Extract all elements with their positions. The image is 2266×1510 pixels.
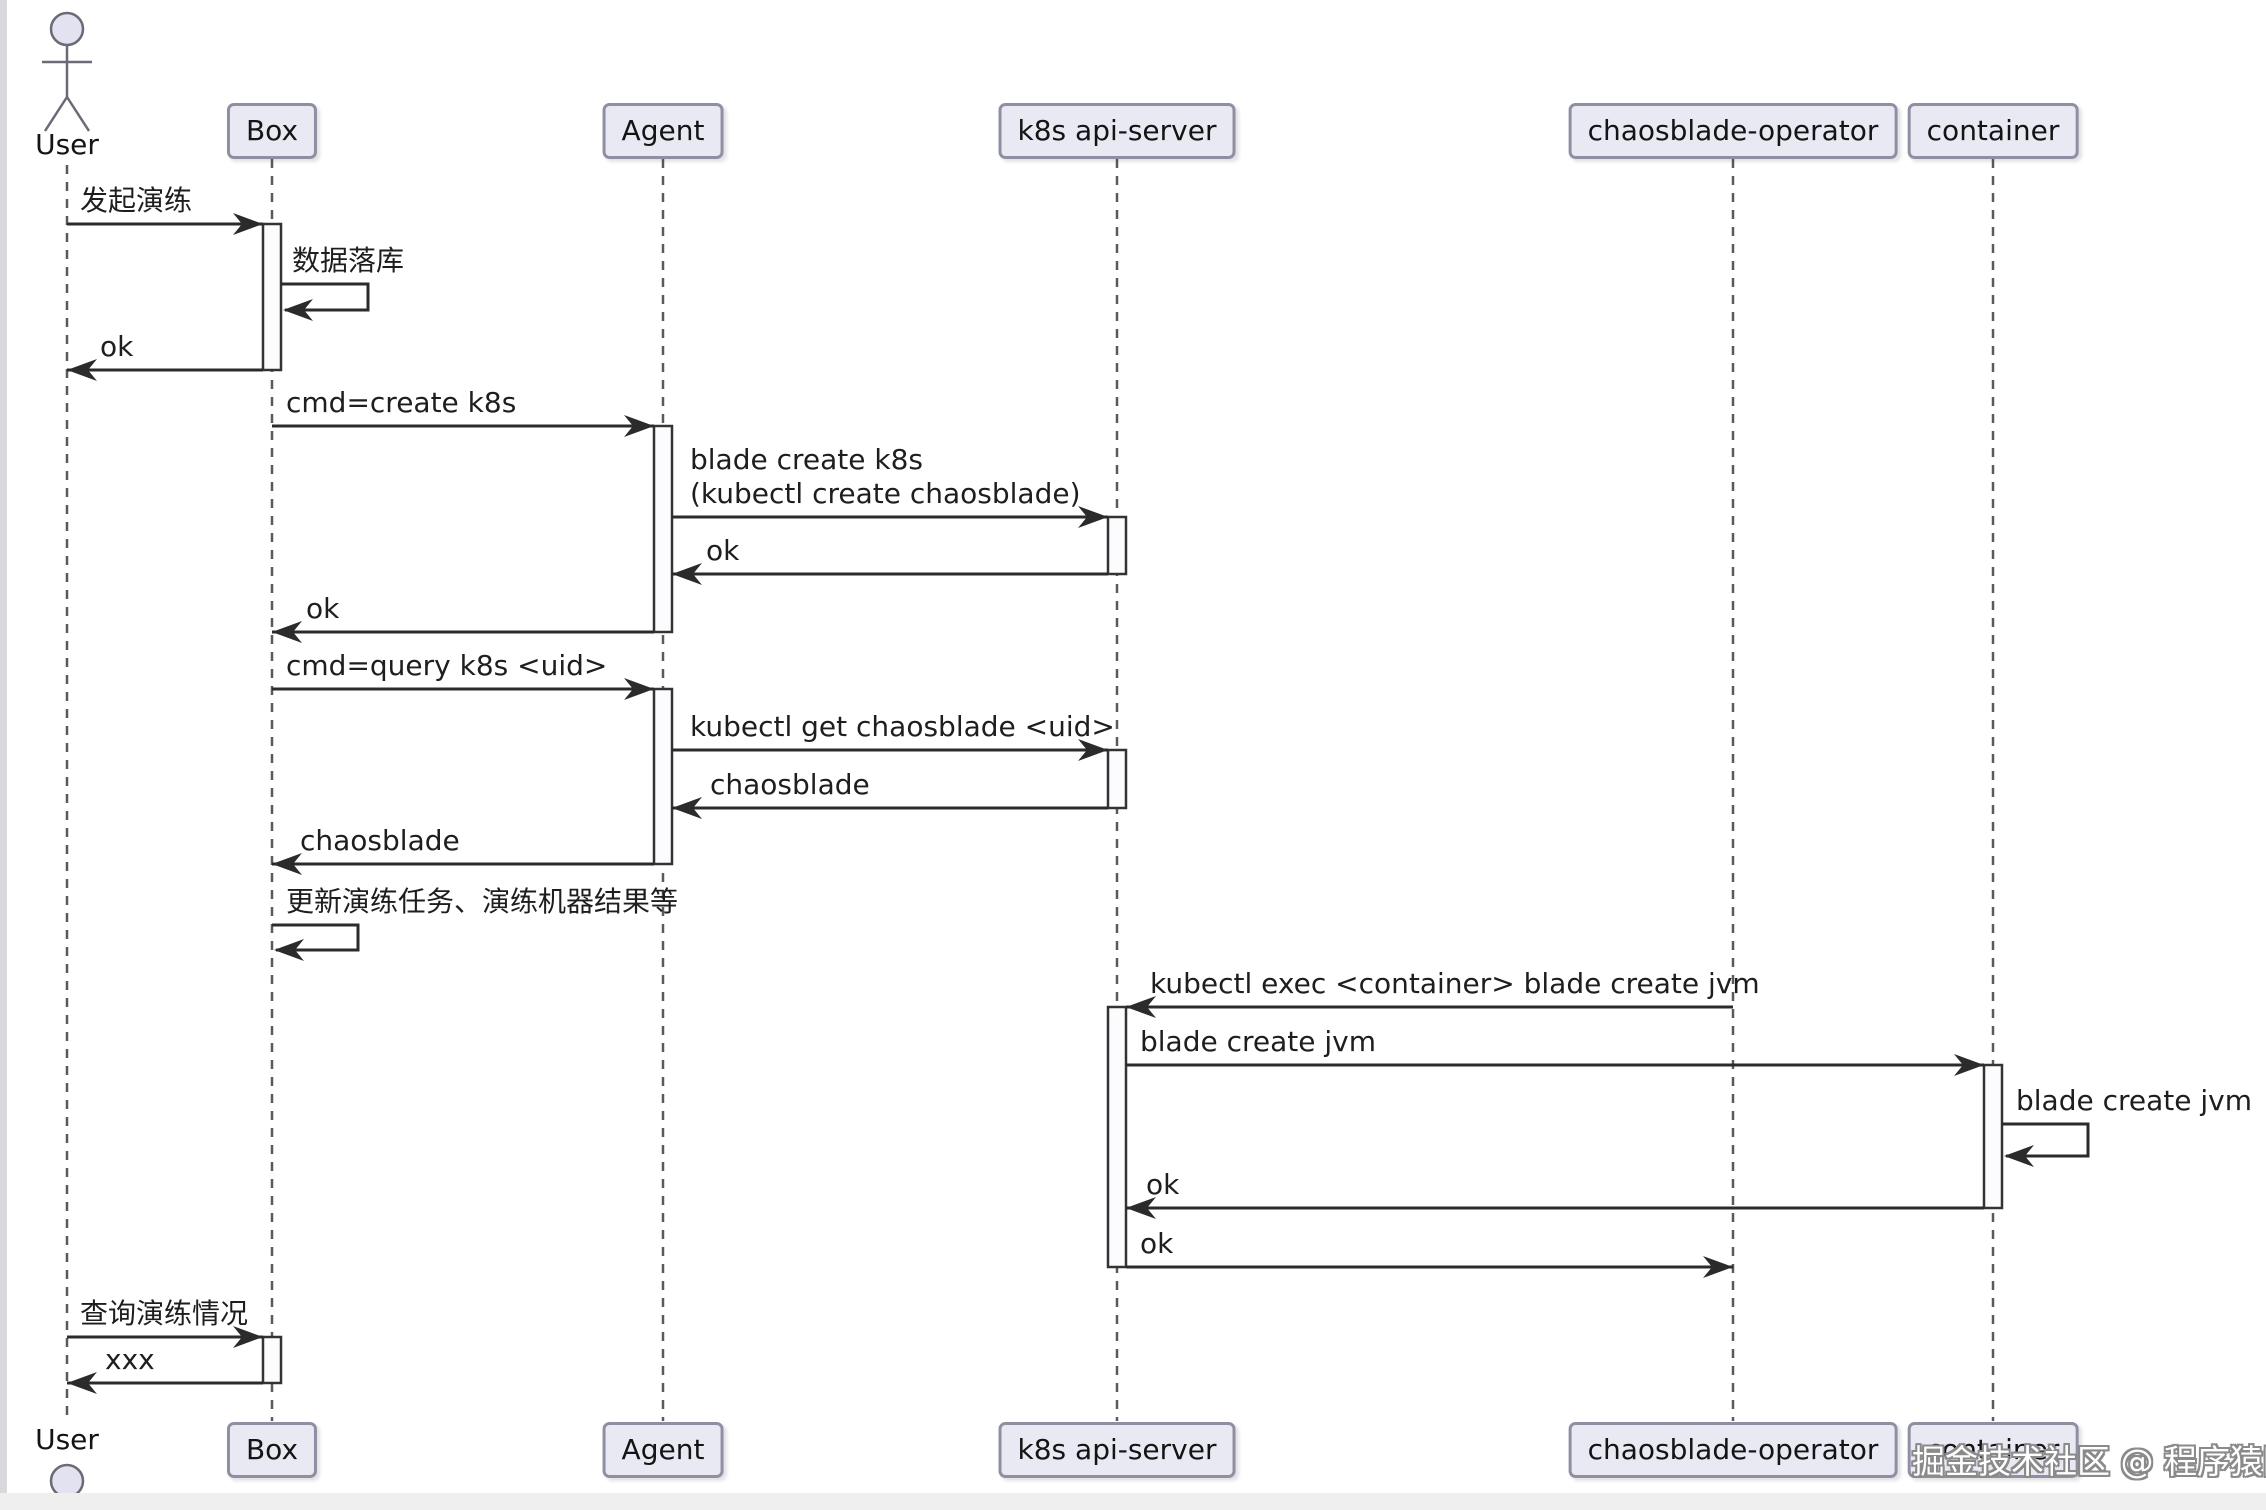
message-arrowhead-8 [1078,739,1108,761]
participant-box-box-bottom: Box [226,1422,318,1478]
message-label-17: 查询演练情况 [80,1297,249,1330]
participant-box-container-top: container [1907,103,2079,159]
participant-label-user-top: User [35,128,99,161]
participant-box-operator-top: chaosblade-operator [1568,103,1898,159]
watermark: 掘金技术社区 @ 程序猿阿越 [1912,1442,2266,1481]
message-label-18: xxx [105,1343,155,1376]
message-arrowhead-12 [1126,996,1156,1018]
self-message-arrowhead-1 [283,299,313,321]
message-label-0: 发起演练 [80,184,193,217]
self-message-line-11 [272,923,360,952]
message-label-4: blade create k8s (kubectl create chaosbl… [690,443,1081,510]
participant-box-container-bottom: container [1907,1422,2079,1478]
message-label-11: 更新演练任务、演练机器结果等 [286,885,679,918]
message-label-6: ok [306,592,340,625]
left-edge-strip [0,0,7,1510]
message-label-8: kubectl get chaosblade <uid> [690,710,1115,743]
participant-box-k8s-top: k8s api-server [998,103,1236,159]
participant-label-user-bottom: User [35,1423,99,1456]
participant-box-k8s-bottom: k8s api-server [998,1422,1236,1478]
participant-box-box-top: Box [226,103,318,159]
activation-k8s-2 [1106,515,1128,576]
message-label-16: ok [1140,1227,1174,1260]
activation-agent-1 [652,424,674,634]
message-label-5: ok [706,534,740,567]
message-label-14: blade create jvm [2016,1084,2253,1117]
message-arrowhead-17 [233,1326,263,1348]
participant-box-operator-bottom: chaosblade-operator [1568,1422,1898,1478]
message-arrowhead-2 [67,359,97,381]
activation-container-6 [1982,1063,2004,1210]
message-label-10: chaosblade [300,824,460,857]
message-arrowhead-10 [272,853,302,875]
activation-k8s-5 [1106,1005,1128,1269]
message-label-9: chaosblade [710,768,870,801]
participant-box-agent-bottom: Agent [602,1422,724,1478]
self-message-arrowhead-14 [2004,1145,2034,1167]
activation-box-7 [261,1335,283,1385]
message-label-1: 数据落库 [292,244,405,277]
actor-head-top [49,11,85,47]
activation-agent-3 [652,687,674,866]
message-label-7: cmd=query k8s <uid> [286,649,608,682]
self-message-arrowhead-11 [274,939,304,961]
message-arrowhead-3 [624,415,654,437]
message-label-13: blade create jvm [1140,1025,1377,1058]
message-arrowhead-0 [233,213,263,235]
actor-leg-right-top [65,96,91,132]
message-arrowhead-15 [1126,1197,1156,1219]
message-arrowhead-13 [1954,1054,1984,1076]
message-arrowhead-16 [1703,1256,1733,1278]
message-label-15: ok [1146,1168,1180,1201]
self-message-line-14 [2002,1122,2090,1158]
activation-box-0 [261,222,283,372]
participant-box-agent-top: Agent [602,103,724,159]
message-arrowhead-5 [672,563,702,585]
message-arrowhead-18 [67,1372,97,1394]
bottom-edge-strip [0,1493,2266,1510]
message-arrowhead-9 [672,797,702,819]
message-arrowhead-6 [272,621,302,643]
message-label-3: cmd=create k8s [286,386,517,419]
message-label-12: kubectl exec <container> blade create jv… [1150,967,1760,1000]
message-arrowhead-7 [624,678,654,700]
message-label-2: ok [100,330,134,363]
activation-k8s-4 [1106,748,1128,810]
message-arrowhead-4 [1078,506,1108,528]
actor-leg-left-top [43,96,69,132]
self-message-line-1 [281,282,370,312]
